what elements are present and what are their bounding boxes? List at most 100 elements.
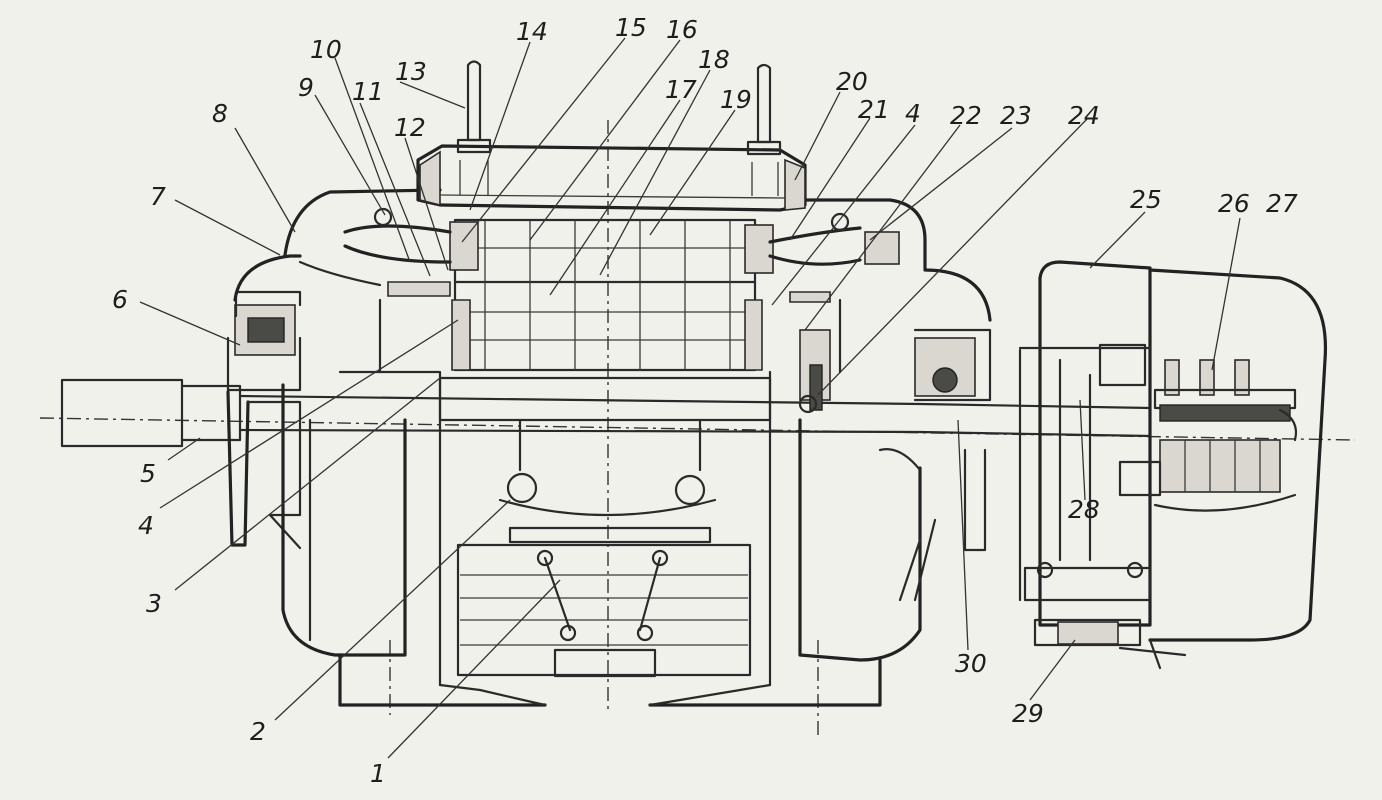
- aux-box-body: [1038, 260, 1152, 627]
- terminal-cover: [416, 144, 807, 212]
- leader-23: [869, 127, 1013, 241]
- housing-right-web: [768, 298, 842, 687]
- base-foot-outline: [338, 653, 882, 707]
- callout-22: 22: [950, 101, 982, 130]
- winding-end-right: [768, 226, 862, 266]
- callout-13: 13: [395, 57, 427, 86]
- nde-shield-lower: [963, 448, 987, 552]
- callout-2: 2: [250, 717, 266, 746]
- frame-housing: [281, 144, 937, 707]
- leader-28: [1079, 399, 1086, 501]
- left-end-cover-top: [233, 254, 302, 302]
- rotor-ring-right: [744, 299, 763, 371]
- shaft-extension-coupling: [60, 378, 184, 448]
- slip-ring-stack: [1153, 359, 1297, 493]
- bracket-pin-left: [1036, 561, 1054, 579]
- callout-12: 12: [394, 113, 426, 142]
- right-bearing-housing: [913, 328, 992, 402]
- brake-shoe-plate: [508, 526, 712, 544]
- leader-4a: [159, 319, 459, 509]
- coupling-bolt: [798, 394, 818, 414]
- cover-flange-right: [784, 158, 806, 211]
- shaft-nde: [918, 402, 1152, 438]
- centerlines: [39, 120, 1356, 740]
- callout-24: 24: [1068, 101, 1100, 130]
- aux-mount-pad: [1118, 460, 1162, 497]
- brake-band: [498, 498, 717, 517]
- shaft-axis-centerline: [39, 417, 1356, 441]
- leader-1: [387, 579, 561, 759]
- leader-7: [174, 199, 281, 256]
- callout-11: 11: [352, 77, 384, 106]
- leader-16: [529, 39, 681, 241]
- callout-20: 20: [836, 67, 868, 96]
- aux-cover-outline: [1148, 268, 1328, 642]
- left-end-shield-lower: [226, 390, 250, 547]
- leader-24: [817, 117, 1089, 396]
- leader-13: [399, 81, 466, 109]
- lifting-eyebolt-right: [756, 63, 772, 144]
- fan-blade-right: [789, 291, 831, 303]
- leader-11: [359, 102, 431, 277]
- leader-10: [334, 57, 411, 263]
- leader-25: [1089, 211, 1146, 269]
- lifting-eyebolt-left: [466, 60, 482, 142]
- callout-8: 8: [212, 99, 228, 128]
- callout-30: 30: [955, 649, 987, 678]
- leader-6: [139, 301, 241, 346]
- leader-3: [174, 377, 441, 591]
- housing-left-inner: [308, 298, 382, 642]
- housing-right-curve: [878, 448, 922, 472]
- core-outline: [453, 218, 757, 372]
- leader-19: [649, 109, 736, 236]
- callout-17: 17: [665, 75, 697, 104]
- base-arch: [438, 683, 772, 707]
- housing-left-wall: [281, 383, 407, 657]
- callout-4: 4: [138, 511, 154, 540]
- callout-29: 29: [1012, 699, 1044, 728]
- housing-left-web: [338, 370, 442, 687]
- lever-pin-ll: [559, 624, 577, 642]
- stator-clamp-right: [744, 224, 774, 274]
- lower-mechanism: [456, 418, 752, 678]
- brush-holder-hook: [1278, 408, 1298, 442]
- hanger-rods: [518, 418, 702, 472]
- callout-5: 5: [140, 459, 156, 488]
- leader-21: [789, 117, 871, 241]
- callout-1: 1: [370, 759, 386, 788]
- eyebolt-nut-right: [746, 140, 782, 156]
- leader-lines: [139, 37, 1241, 759]
- solenoid-bar: [1033, 618, 1142, 647]
- lifting-eyebolts: [456, 60, 782, 196]
- brake-housing-ribs: [460, 574, 748, 646]
- shaft: [60, 378, 1152, 448]
- right-bearing-assembly: [798, 268, 992, 552]
- rotor-ring-left: [451, 299, 471, 371]
- leader-26: [1211, 217, 1241, 371]
- aux-upper-block: [1098, 343, 1147, 387]
- solenoid-links: [1118, 638, 1187, 670]
- lever-pin-ul: [536, 549, 554, 567]
- callout-26: 26: [1218, 189, 1250, 218]
- left-bearing-housing: [226, 336, 302, 392]
- callout-16: 16: [666, 15, 698, 44]
- leader-8: [234, 127, 296, 233]
- callout-18: 18: [698, 45, 730, 74]
- shaft-collar: [180, 384, 242, 442]
- bracket-pin-right: [1126, 561, 1144, 579]
- callout-25: 25: [1130, 185, 1162, 214]
- callout-27: 27: [1266, 189, 1298, 218]
- callout-4-right: 4: [905, 99, 921, 128]
- callout-labels: 1 2 3 4 4 5 6 7 8 9 10 11 12 13 14 15 16…: [112, 13, 1298, 788]
- stator-clamp-left: [449, 221, 479, 271]
- solenoid-body: [1057, 621, 1119, 645]
- winding-end-left: [343, 224, 452, 264]
- core-ventilation-ducts: [484, 220, 731, 370]
- eyebolt-nut-left: [456, 138, 492, 154]
- aux-inner-walls: [1018, 348, 1092, 602]
- leader-14: [469, 41, 531, 211]
- callout-6: 6: [112, 285, 128, 314]
- brake-levers: [543, 556, 662, 632]
- frame-top-right: [803, 198, 927, 270]
